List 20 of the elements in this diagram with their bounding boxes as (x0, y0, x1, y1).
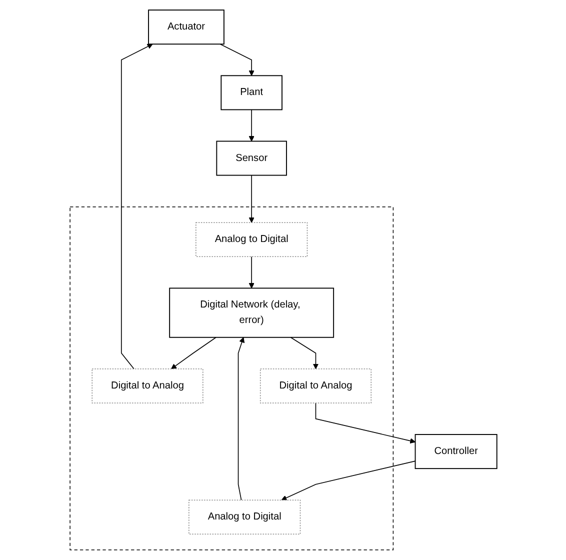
node-box: Digital Network (delay, error) (168, 288, 334, 338)
node-box: Analog to Digital (195, 222, 308, 258)
arrow (170, 336, 216, 370)
arrow (120, 44, 152, 370)
node-box: Actuator (148, 10, 224, 45)
arrow (219, 44, 254, 76)
node-box: Plant (220, 75, 282, 110)
node-box: Digital to Analog (91, 368, 203, 404)
node-box: Controller (414, 434, 497, 470)
arrow (248, 109, 254, 142)
arrow (290, 336, 318, 370)
cluster (69, 206, 394, 550)
node-box: Analog to Digital (188, 500, 300, 535)
arrow (314, 402, 416, 444)
node-box: Digital to Analog (260, 368, 372, 404)
arrow (280, 460, 416, 501)
arrow (248, 256, 254, 288)
node-box: Sensor (216, 140, 286, 176)
arrow (248, 174, 254, 223)
arrow (237, 337, 244, 501)
